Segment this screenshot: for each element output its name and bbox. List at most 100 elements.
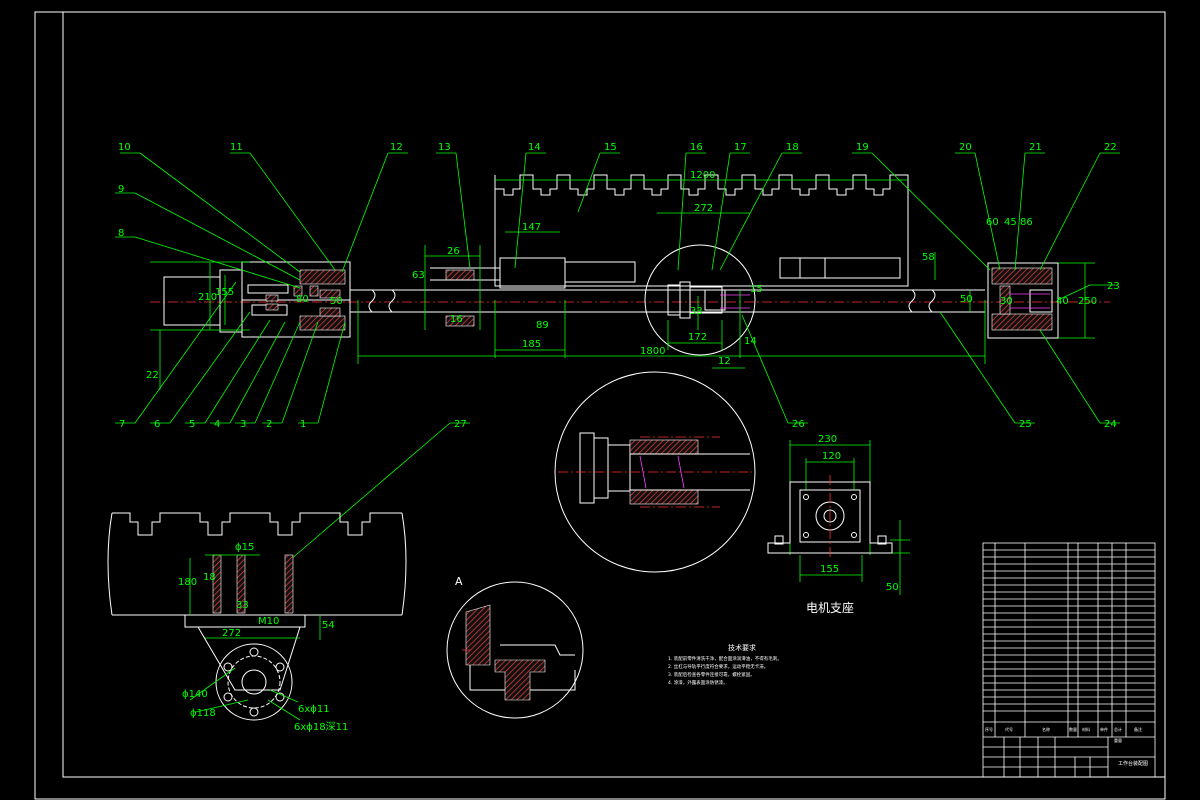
balloon-2: 2	[266, 419, 272, 430]
motor-seat-view: 230 120 155 50 电机支座	[767, 434, 910, 615]
main-dimension-text: 1200 272 147 26 63 16 185 89 1800 172 33…	[146, 170, 1097, 381]
dim-58: 58	[922, 252, 935, 263]
balloon-26: 26	[792, 419, 805, 430]
dim-147: 147	[522, 222, 541, 233]
bom-h-name: 名称	[1042, 726, 1050, 732]
detail-a-view: A	[446, 575, 584, 719]
balloon-1: 1	[300, 419, 306, 430]
tech-req-line-3: 3. 装配后检查各零件连接可靠，螺栓紧固。	[668, 671, 755, 678]
dim-26: 26	[447, 246, 460, 257]
balloon-4: 4	[214, 419, 220, 430]
dim-6x18: 6xϕ18深11	[294, 721, 348, 733]
technical-requirements: 技术要求 1. 装配前零件清洗干净，配合面涂润滑油，不得有毛刺。 2. 丝杠与导…	[668, 643, 782, 686]
mass-label: 重量	[1114, 737, 1122, 743]
bom-h-total: 总计	[1114, 726, 1122, 732]
bom-header: 序号 代号 名称 数量 材料 单件 总计 备注	[985, 726, 1142, 732]
dim-155-b: 155	[820, 564, 839, 575]
balloon-8: 8	[118, 228, 124, 239]
balloon-labels: 1 2 3 4 5 6 7 8 9 10 11 12 13 14 15 16 1…	[118, 142, 1120, 430]
bom-row-lines	[983, 549, 1155, 712]
dim-18: 18	[203, 572, 216, 583]
outer-border	[34, 11, 1166, 800]
dim-120: 120	[822, 451, 841, 462]
dim-45: 45	[1004, 217, 1017, 228]
dim-14: 14	[744, 336, 757, 347]
dim-12: 12	[718, 356, 731, 367]
lower-section-view: ϕ15 180 18 33 M10 272 54 ϕ140 ϕ118 6xϕ11…	[107, 512, 407, 733]
balloon-27: 27	[454, 419, 467, 430]
motor-seat-title: 电机支座	[806, 600, 854, 615]
inner-border	[62, 11, 1166, 778]
balloon-12: 12	[390, 142, 403, 153]
dim-180: 180	[178, 577, 197, 588]
detail-circle-upper	[554, 371, 756, 573]
dim-phi118: ϕ118	[190, 708, 216, 719]
bom-h-material: 材料	[1082, 726, 1090, 732]
dim-50-right: 50	[960, 294, 973, 305]
dim-33-b: 33	[236, 600, 249, 611]
dim-6x11: 6xϕ11	[298, 704, 330, 715]
balloon-6: 6	[154, 419, 160, 430]
dim-1200: 1200	[690, 170, 715, 181]
bom-h-qty: 数量	[1069, 726, 1077, 732]
leader-lines	[115, 152, 1120, 561]
balloon-18: 18	[786, 142, 799, 153]
bom-h-code: 代号	[1005, 726, 1013, 732]
balloon-9: 9	[118, 184, 124, 195]
dim-63: 63	[412, 270, 425, 281]
dim-155: 155	[215, 287, 234, 298]
drawing-name: 工作台装配图	[1118, 760, 1148, 767]
dim-1800: 1800	[640, 346, 665, 357]
title-block: 序号 代号 名称 数量 材料 单件 总计 备注 重量 工作台装配图	[982, 542, 1156, 778]
dim-54: 54	[322, 620, 335, 631]
dim-50-left: 50	[330, 296, 343, 307]
balloon-14: 14	[528, 142, 541, 153]
dim-phi15: ϕ15	[235, 542, 254, 553]
dim-86: 86	[1020, 217, 1033, 228]
dim-50-b: 50	[886, 582, 899, 593]
dim-172: 172	[688, 332, 707, 343]
dim-272-top: 272	[694, 203, 713, 214]
main-assembly-view	[150, 174, 1110, 356]
dim-210: 210	[198, 292, 217, 303]
balloon-5: 5	[189, 419, 195, 430]
dim-m10: M10	[258, 616, 279, 627]
dim-30: 30	[1000, 296, 1013, 307]
balloon-23: 23	[1107, 281, 1120, 292]
balloon-19: 19	[856, 142, 869, 153]
main-dimension-lines	[150, 179, 1095, 390]
dim-33: 33	[690, 306, 703, 317]
dim-phi140: ϕ140	[182, 689, 208, 700]
balloon-25: 25	[1019, 419, 1032, 430]
bom-h-unit: 单件	[1100, 726, 1108, 732]
balloon-7: 7	[119, 419, 125, 430]
balloon-21: 21	[1029, 142, 1042, 153]
balloon-22: 22	[1104, 142, 1117, 153]
balloon-20: 20	[959, 142, 972, 153]
detail-a-label: A	[455, 575, 463, 588]
balloon-17: 17	[734, 142, 747, 153]
dim-89: 89	[536, 320, 549, 331]
balloon-16: 16	[690, 142, 703, 153]
balloon-13: 13	[438, 142, 451, 153]
balloon-3: 3	[240, 419, 246, 430]
dim-272-bot: 272	[222, 628, 241, 639]
dim-40: 40	[1056, 296, 1069, 307]
balloon-15: 15	[604, 142, 617, 153]
dim-15: 15	[750, 284, 763, 295]
tech-req-line-4: 4. 涂漆，外露表面涂防锈漆。	[668, 679, 728, 686]
dim-16: 16	[450, 314, 463, 325]
dim-60: 60	[986, 217, 999, 228]
tech-req-line-2: 2. 丝杠与导轨平行度符合要求，运动平稳无卡滞。	[668, 663, 768, 670]
dim-185: 185	[522, 339, 541, 350]
dim-80: 80	[296, 294, 309, 305]
dim-250: 250	[1078, 296, 1097, 307]
tech-req-title: 技术要求	[728, 643, 756, 652]
balloon-11: 11	[230, 142, 243, 153]
bom-h-index: 序号	[985, 726, 993, 732]
balloon-24: 24	[1104, 419, 1117, 430]
bom-h-remark: 备注	[1134, 726, 1142, 732]
tech-req-line-1: 1. 装配前零件清洗干净，配合面涂润滑油，不得有毛刺。	[668, 655, 782, 662]
dim-230: 230	[818, 434, 837, 445]
